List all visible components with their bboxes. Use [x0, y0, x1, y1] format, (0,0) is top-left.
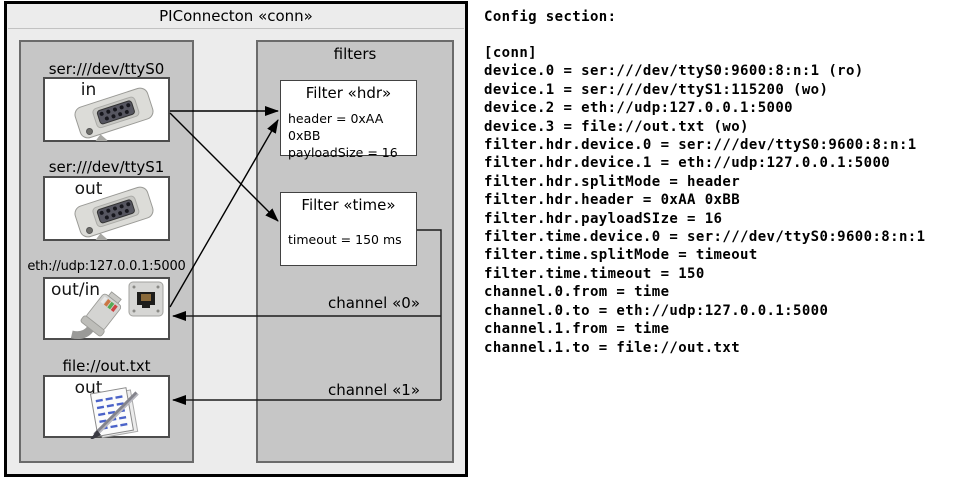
channel-0-label: channel «0» [327, 294, 420, 312]
device-label-eth: eth://udp:127.0.0.1:5000 [27, 259, 186, 274]
filter-box-hdr: Filter «hdr» header = 0xAA 0xBB payloadS… [280, 80, 417, 160]
device-label-file: file://out.txt [62, 357, 151, 375]
device-box-ttys1: out [43, 176, 170, 241]
device-direction-label: out/in [51, 280, 101, 300]
filter-time-properties: timeout = 150 ms [288, 232, 402, 247]
filter-time-title: Filter «time» [301, 196, 396, 214]
filters-panel-title: filters [333, 45, 377, 63]
config-heading: Config section: [484, 9, 617, 25]
device-box-file: out [43, 375, 170, 439]
device-label-ttys0: ser:///dev/ttyS0 [48, 60, 165, 78]
device-direction-label: in [80, 80, 97, 100]
device-box-ttys0: in [43, 77, 170, 142]
device-direction-label: out [74, 378, 103, 398]
config-text: [conn] device.0 = ser:///dev/ttyS0:9600:… [484, 45, 926, 356]
device-box-eth: out/in [43, 277, 170, 340]
config-section: Config section: [conn] device.0 = ser://… [484, 8, 962, 357]
filter-hdr-properties: header = 0xAA 0xBB payloadSize = 16 [288, 111, 398, 160]
title-separator [8, 28, 464, 29]
channel-1-label: channel «1» [327, 381, 420, 399]
filter-box-time: Filter «time» timeout = 150 ms [280, 192, 417, 266]
device-direction-label: out [74, 179, 103, 199]
filter-hdr-title: Filter «hdr» [305, 84, 392, 102]
device-label-ttys1: ser:///dev/ttyS1 [48, 158, 165, 176]
ethernet-jack-icon [128, 281, 164, 317]
diagram-title: PIConnecton «conn» [159, 7, 313, 25]
